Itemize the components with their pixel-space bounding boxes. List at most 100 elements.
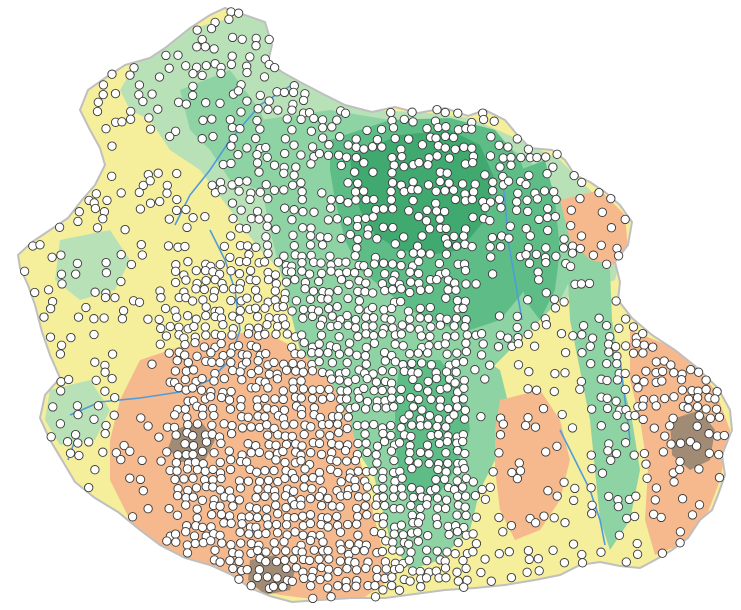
- sampling-point-marker: [586, 358, 596, 369]
- sampling-point-marker: [480, 374, 490, 384]
- sampling-point-marker: [120, 224, 130, 235]
- sampling-point-marker: [326, 266, 336, 276]
- sampling-point-marker: [587, 500, 597, 510]
- sampling-point-marker: [675, 538, 685, 548]
- sampling-point-marker: [340, 445, 351, 456]
- sampling-point-marker: [225, 115, 235, 125]
- sampling-point-marker: [467, 194, 477, 205]
- sampling-point-marker: [98, 80, 109, 90]
- sampling-point-marker: [70, 429, 81, 440]
- sampling-point-marker: [406, 547, 416, 557]
- sampling-point-marker: [441, 448, 451, 458]
- sampling-point-marker: [451, 313, 462, 324]
- sampling-point-marker: [336, 545, 346, 555]
- sampling-point-marker: [236, 402, 246, 412]
- sampling-point-marker: [315, 574, 325, 585]
- sampling-point-marker: [314, 356, 324, 367]
- sampling-point-marker: [322, 513, 333, 523]
- sampling-point-marker: [205, 391, 216, 402]
- sampling-point-marker: [206, 23, 217, 34]
- sampling-point-marker: [280, 320, 291, 330]
- sampling-point-marker: [298, 367, 308, 377]
- sampling-point-marker: [352, 350, 362, 360]
- sampling-point-marker: [170, 529, 181, 539]
- sampling-point-marker: [309, 545, 319, 555]
- sampling-point-marker: [480, 170, 490, 180]
- sampling-point-marker: [641, 459, 651, 469]
- sampling-point-marker: [236, 107, 246, 117]
- sampling-point-marker: [378, 428, 388, 439]
- sampling-point-marker: [361, 438, 371, 448]
- sampling-point-marker: [162, 180, 172, 191]
- sampling-point-marker: [424, 340, 434, 351]
- sampling-point-marker: [567, 423, 578, 433]
- sampling-point-marker: [444, 153, 455, 163]
- sampling-point-marker: [253, 293, 263, 303]
- sampling-point-marker: [56, 269, 67, 279]
- sampling-point-marker: [255, 124, 265, 134]
- sampling-point-marker: [291, 162, 301, 172]
- sampling-point-marker: [255, 187, 265, 197]
- sampling-point-marker: [100, 367, 110, 377]
- sampling-point-marker: [658, 447, 669, 457]
- sampling-point-marker: [254, 214, 264, 224]
- sampling-point-marker: [261, 179, 271, 190]
- sampling-point-marker: [388, 492, 399, 502]
- sampling-point-marker: [165, 131, 175, 142]
- sampling-point-marker: [512, 311, 522, 322]
- sampling-point-marker: [359, 546, 369, 556]
- sampling-point-marker: [264, 34, 274, 45]
- sampling-point-marker: [677, 385, 688, 395]
- sampling-point-marker: [280, 491, 291, 501]
- sampling-point-marker: [198, 115, 208, 125]
- sampling-point-marker: [450, 549, 460, 559]
- sampling-point-marker: [539, 186, 550, 196]
- sampling-point-marker: [415, 303, 425, 314]
- sampling-point-marker: [606, 223, 617, 233]
- sampling-point-marker: [226, 386, 236, 397]
- sampling-point-marker: [350, 374, 361, 384]
- sampling-point-marker: [306, 231, 316, 241]
- sampling-point-marker: [620, 384, 630, 395]
- sampling-point-marker: [359, 383, 369, 394]
- sampling-point-marker: [506, 520, 517, 531]
- sampling-point-marker: [333, 566, 343, 577]
- sampling-point-marker: [649, 423, 659, 433]
- sampling-point-marker: [360, 351, 371, 361]
- sampling-point-marker: [188, 365, 199, 375]
- sampling-point-marker: [408, 402, 418, 412]
- sampling-point-marker: [297, 187, 307, 197]
- sampling-point-marker: [423, 313, 434, 323]
- sampling-point-marker: [281, 365, 292, 375]
- sampling-point-marker: [480, 494, 491, 504]
- sampling-point-marker: [110, 292, 120, 303]
- sampling-point-marker: [442, 349, 452, 359]
- sampling-point-marker: [494, 448, 504, 458]
- sampling-point-marker: [299, 473, 310, 484]
- sampling-point-marker: [278, 394, 288, 405]
- sampling-point-marker: [296, 376, 306, 386]
- sampling-point-marker: [262, 240, 273, 250]
- sampling-point-marker: [701, 384, 711, 395]
- sampling-point-marker: [226, 59, 237, 70]
- sampling-point-marker: [614, 530, 625, 540]
- sampling-point-marker: [399, 232, 409, 242]
- sampling-point-marker: [368, 321, 378, 331]
- sampling-point-marker: [459, 414, 470, 424]
- sampling-point-marker: [468, 477, 478, 487]
- sampling-point-marker: [538, 403, 549, 414]
- sampling-point-marker: [305, 535, 316, 546]
- sampling-point-marker: [612, 359, 622, 369]
- sampling-point-marker: [272, 374, 283, 384]
- sampling-point-marker: [371, 450, 381, 460]
- sampling-point-marker: [651, 483, 662, 493]
- sampling-point-marker: [314, 438, 325, 449]
- sampling-point-marker: [606, 193, 616, 204]
- sampling-point-marker: [261, 547, 271, 557]
- sampling-point-marker: [242, 241, 253, 251]
- sampling-point-marker: [317, 268, 327, 279]
- sampling-point-marker: [127, 512, 138, 522]
- sampling-point-marker: [332, 301, 342, 312]
- sampling-point-marker: [125, 473, 135, 483]
